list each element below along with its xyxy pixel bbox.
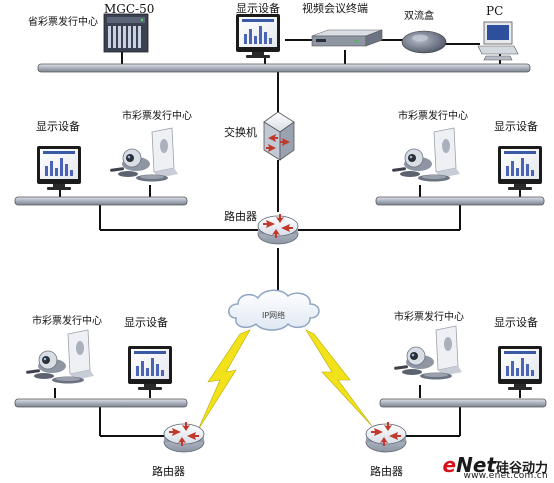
provincial-center-label: 省彩票发行中心 (28, 17, 98, 28)
bottom-left-router-label: 路由器 (152, 465, 185, 478)
ip-network-cloud-icon (228, 289, 320, 331)
mcu-label: MGC-50 (104, 2, 155, 16)
wan-link-left-icon (197, 329, 251, 431)
switch-label: 交换机 (224, 126, 257, 139)
bottom-left-city-center-label: 市彩票发行中心 (32, 316, 102, 327)
left-display-icon (37, 146, 81, 190)
left-city-center-label: 市彩票发行中心 (122, 111, 192, 122)
bottom-right-router-label: 路由器 (370, 465, 403, 478)
video-terminal-label: 视频会议终端 (302, 2, 368, 15)
bottom-left-display-icon (128, 346, 172, 390)
top-display-icon (236, 14, 280, 58)
center-router-label: 路由器 (224, 210, 257, 223)
ip-network-label: IP网络 (262, 311, 286, 320)
left-display-label: 显示设备 (36, 120, 80, 133)
switch-icon (263, 111, 295, 161)
bottom-right-bus (379, 398, 547, 408)
center-router-icon (257, 213, 299, 245)
network-buses (14, 63, 547, 408)
bottom-right-conference-set-icon (393, 325, 463, 380)
brand-e: e (442, 453, 457, 477)
dual-stream-box-label: 双流盒 (404, 11, 434, 22)
bottom-right-router-icon (365, 421, 407, 453)
wan-link-right-icon (305, 329, 373, 427)
top-display-label: 显示设备 (236, 2, 280, 15)
pc-label: PC (486, 4, 504, 18)
bottom-right-city-center-label: 市彩票发行中心 (394, 312, 464, 323)
brand-url: www.enet.com.cn (463, 471, 548, 481)
brand-chinese: 硅谷动力 (495, 461, 548, 476)
right-display-icon (498, 146, 542, 190)
bottom-right-display-label: 显示设备 (494, 316, 538, 329)
left-conference-set-icon (109, 127, 179, 182)
right-conference-set-icon (391, 127, 461, 182)
brand-net: Net (456, 453, 496, 477)
dual-stream-box-icon (401, 30, 447, 54)
enet-watermark: eNet硅谷动力 www.enet.com.cn (443, 455, 548, 481)
bottom-left-display-label: 显示设备 (124, 316, 168, 329)
right-display-label: 显示设备 (494, 120, 538, 133)
mcu-icon (103, 13, 149, 53)
bottom-right-display-icon (498, 346, 542, 390)
video-terminal-icon (311, 29, 383, 47)
bottom-left-bus (14, 398, 188, 408)
top-bus (37, 63, 531, 73)
bottom-left-router-icon (163, 421, 205, 453)
pc-icon (477, 21, 519, 61)
left-bus (14, 196, 188, 206)
right-city-center-label: 市彩票发行中心 (398, 111, 468, 122)
bottom-left-conference-set-icon (25, 329, 95, 384)
right-bus (375, 196, 545, 206)
